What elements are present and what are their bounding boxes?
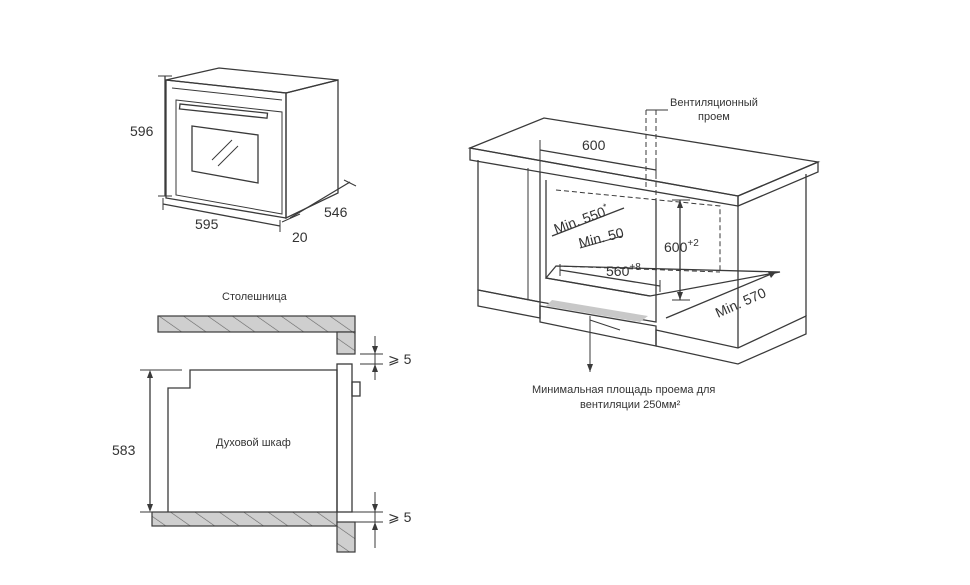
gap-top-label: ⩾ 5 [388, 351, 412, 367]
niche-width-label: 600 [582, 137, 606, 153]
vent-opening-label: Вентиляционный [670, 97, 758, 109]
gap-bottom-label: ⩾ 5 [388, 509, 412, 525]
section-view: Столешница Духовой шкаф 583 ⩾ 5 ⩾ 5 [112, 291, 412, 553]
countertop-label: Столешница [222, 291, 288, 303]
niche-height-label: 600+2 [664, 238, 699, 255]
inner-width-label: 560+8 [606, 262, 641, 279]
cabinet-height-label: 583 [112, 442, 136, 458]
min-570-label: Min. 570 [713, 284, 769, 321]
niche-isometric: 600 600+2 Min. 550* Min. 50 560+8 Min. 5… [467, 97, 821, 411]
min-area-label: Минимальная площадь проема для [532, 384, 715, 396]
oven-depth-label: 546 [324, 204, 348, 220]
oven-isometric: 596 595 546 20 [130, 67, 357, 245]
oven-height-label: 596 [130, 123, 154, 139]
oven-cabinet-label: Духовой шкаф [216, 437, 291, 449]
vent-opening-label-2: проем [698, 111, 730, 123]
min-area-label-2: вентиляции 250мм² [580, 399, 681, 411]
oven-door-offset-label: 20 [292, 229, 308, 245]
oven-width-label: 595 [195, 216, 219, 232]
min-gap-label: Min. 50 [577, 224, 626, 251]
